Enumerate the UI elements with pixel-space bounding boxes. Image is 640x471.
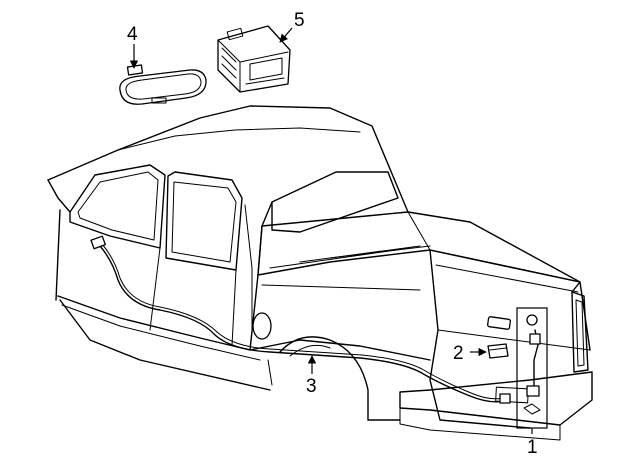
camera-connector: [526, 385, 540, 397]
truck-illustration: [47, 105, 593, 441]
harness-connector-front: [90, 235, 106, 250]
part-1-frame: [516, 307, 548, 429]
rear-camera-assembly: [516, 307, 548, 429]
callout-3: 3: [306, 376, 317, 397]
camera-bracket: [529, 333, 541, 345]
callout-4: 4: [127, 24, 138, 45]
callout-5: 5: [294, 10, 305, 31]
callout-2: 2: [453, 343, 464, 364]
leader-5: [279, 27, 293, 43]
leader-lines: [129, 27, 533, 434]
tailgate-handle: [487, 316, 511, 330]
harness-connector-rear: [499, 393, 511, 404]
camera-bolt: [526, 314, 538, 326]
fuel-door: [252, 312, 272, 340]
control-module: [217, 25, 291, 93]
callout-1: 1: [527, 437, 538, 458]
callout-labels: 1 2 3 4 5: [127, 10, 538, 458]
rear-camera: [487, 343, 509, 359]
wiring-harness: [90, 235, 511, 404]
rear-view-mirror: [119, 64, 207, 105]
